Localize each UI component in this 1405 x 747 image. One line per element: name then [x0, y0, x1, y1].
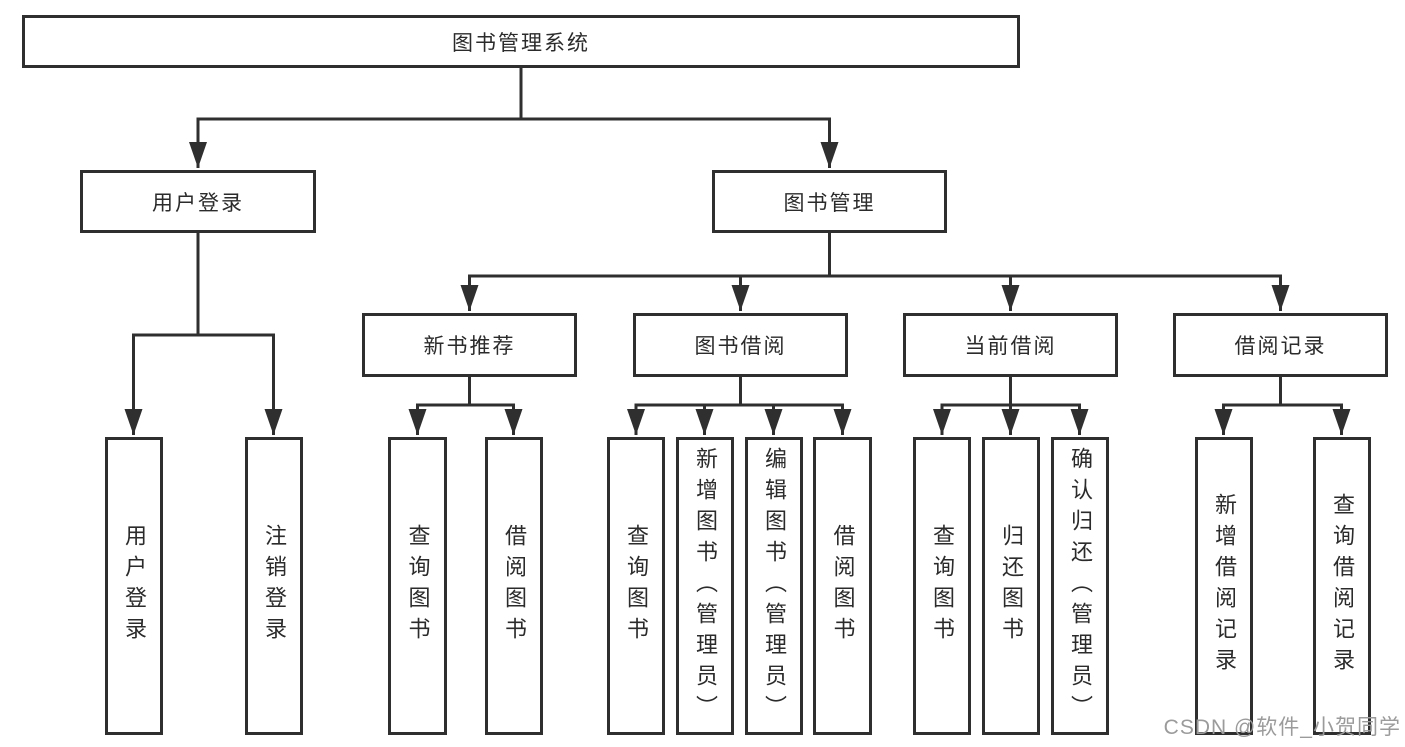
node-user-login-label: 用户登录 — [152, 191, 244, 215]
leaf-cb-confirm-return-admin: 确认归还（管理员） — [1051, 437, 1109, 735]
node-new-book-recommend-label: 新书推荐 — [423, 335, 516, 358]
node-current-borrowing: 当前借阅 — [903, 313, 1118, 377]
leaf-cb-confirm-return-admin-label: 确认归还（管理员） — [1068, 446, 1093, 726]
leaf-bb-add-books-admin-label: 新增图书（管理员） — [693, 446, 718, 726]
leaf-cb-return-books: 归还图书 — [982, 437, 1040, 735]
node-book-management-label: 图书管理 — [783, 191, 876, 215]
leaf-br-query-record-label: 查询借阅记录 — [1330, 493, 1355, 679]
leaf-bb-edit-books-admin-label: 编辑图书（管理员） — [762, 446, 787, 726]
leaf-bb-query-books-label: 查询图书 — [624, 524, 649, 648]
node-new-book-recommend: 新书推荐 — [362, 313, 577, 377]
node-root: 图书管理系统 — [22, 15, 1020, 68]
leaf-nb-query-books-label: 查询图书 — [405, 524, 431, 648]
leaf-bb-query-books: 查询图书 — [607, 437, 665, 735]
node-root-label: 图书管理系统 — [452, 31, 590, 55]
leaf-nb-borrow-books-label: 借阅图书 — [502, 524, 527, 648]
csdn-watermark: CSDN @软件_小贺同学 — [1163, 716, 1401, 739]
leaf-bb-edit-books-admin: 编辑图书（管理员） — [745, 437, 803, 735]
leaf-nb-borrow-books: 借阅图书 — [485, 437, 543, 735]
leaf-logout: 注销登录 — [245, 437, 303, 735]
leaf-br-add-record: 新增借阅记录 — [1195, 437, 1253, 735]
leaf-cb-query-books-label: 查询图书 — [930, 524, 955, 648]
leaf-bb-borrow-books: 借阅图书 — [813, 437, 872, 735]
node-borrowing-records-label: 借阅记录 — [1234, 335, 1327, 358]
leaf-user-login-label: 用户登录 — [122, 524, 147, 648]
node-current-borrowing-label: 当前借阅 — [964, 335, 1057, 358]
leaf-user-login: 用户登录 — [105, 437, 163, 735]
node-book-borrowing: 图书借阅 — [633, 313, 848, 377]
leaf-br-add-record-label: 新增借阅记录 — [1212, 493, 1237, 679]
node-book-management: 图书管理 — [712, 170, 947, 233]
node-borrowing-records: 借阅记录 — [1173, 313, 1388, 377]
leaf-bb-add-books-admin: 新增图书（管理员） — [676, 437, 734, 735]
leaf-bb-borrow-books-label: 借阅图书 — [830, 524, 856, 648]
leaf-br-query-record: 查询借阅记录 — [1313, 437, 1371, 735]
leaf-logout-label: 注销登录 — [262, 524, 287, 648]
node-user-login: 用户登录 — [80, 170, 316, 233]
leaf-nb-query-books: 查询图书 — [388, 437, 447, 735]
node-book-borrowing-label: 图书借阅 — [694, 335, 787, 358]
leaf-cb-return-books-label: 归还图书 — [999, 524, 1024, 648]
leaf-cb-query-books: 查询图书 — [913, 437, 971, 735]
